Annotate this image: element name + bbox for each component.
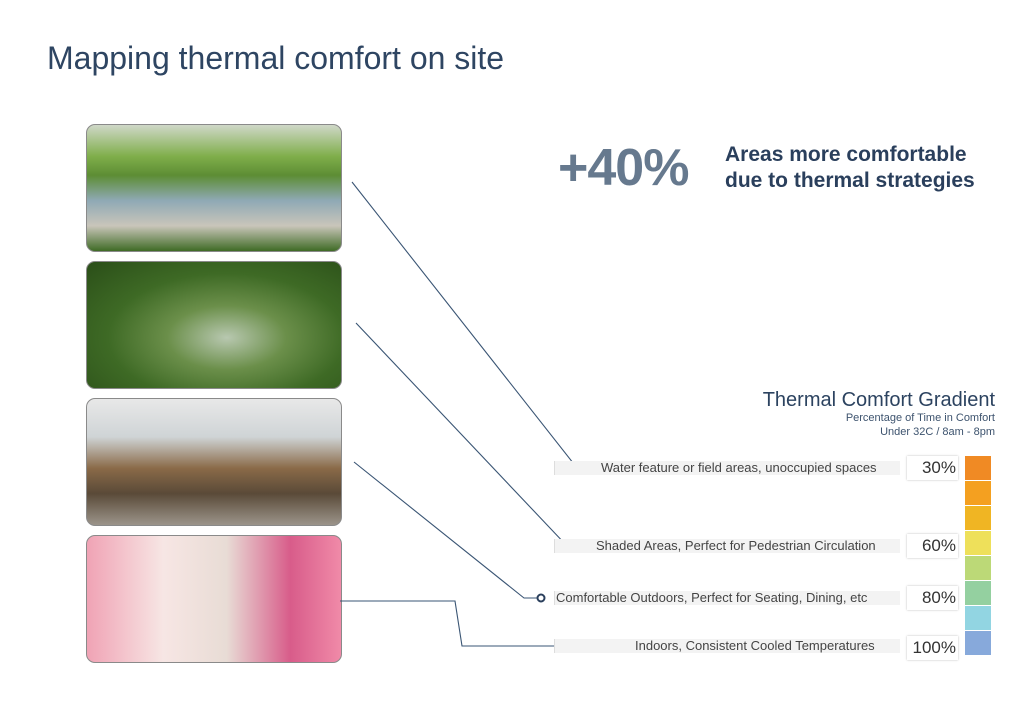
label-bg [554,461,900,475]
label-bg [554,639,900,653]
gradient-cell [965,506,991,530]
gradient-subtitle: Percentage of Time in Comfort Under 32C … [846,411,995,439]
highlight-line2: due to thermal strategies [725,169,975,192]
gradient-cell [965,581,991,605]
zone-label: Comfortable Outdoors, Perfect for Seatin… [556,590,868,605]
connector-line [355,322,582,547]
zone-percent: 100% [907,636,958,660]
zone-label: Water feature or field areas, unoccupied… [601,460,877,475]
gradient-cell [965,456,991,480]
connector-dot [536,593,546,603]
zone-percent: 80% [907,586,958,610]
highlight-text: Areas more comfortable due to thermal st… [725,142,975,194]
zone-label: Indoors, Consistent Cooled Temperatures [635,638,875,653]
gradient-cell [965,631,991,655]
gradient-cell [965,531,991,555]
page-title: Mapping thermal comfort on site [47,40,505,76]
connector-line [351,181,587,469]
photo-park-water-feature [86,124,342,252]
photo-shaded-garden-path [86,261,342,389]
gradient-bar [964,455,992,656]
gradient-subtitle-line1: Percentage of Time in Comfort [845,412,995,424]
gradient-title: Thermal Comfort Gradient [762,389,995,411]
gradient-cell [965,481,991,505]
label-bg [554,591,900,605]
zone-percent: 60% [907,534,958,558]
connector-line [353,461,537,599]
zone-label: Shaded Areas, Perfect for Pedestrian Cir… [596,538,876,553]
photo-canopy-plaza [86,398,342,526]
label-bg [554,539,900,553]
highlight-value: +40% [558,139,689,197]
zone-percent: 30% [907,456,958,480]
gradient-cell [965,556,991,580]
connector-line [340,600,618,647]
gradient-subtitle-line2: Under 32C / 8am - 8pm [880,426,995,438]
photo-retail-interior [86,535,342,663]
highlight-line1: Areas more comfortable [725,143,967,166]
gradient-cell [965,606,991,630]
